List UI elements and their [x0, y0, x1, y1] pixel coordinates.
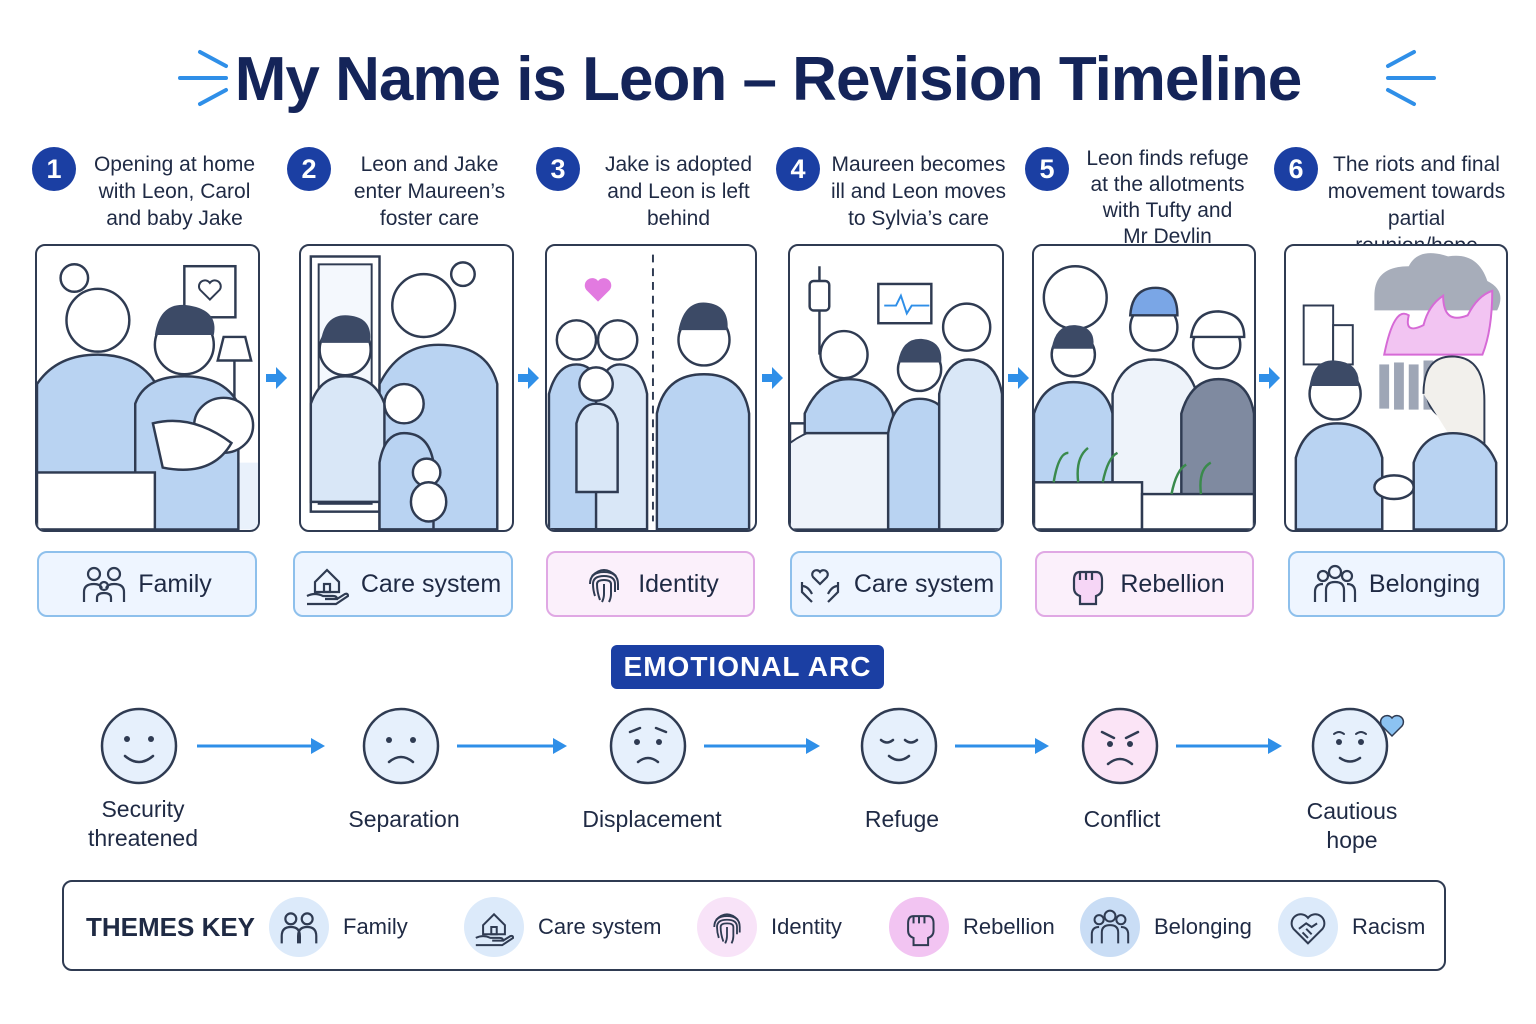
arc-stage-label: Security threatened — [88, 796, 198, 851]
arc-arrow-icon — [1176, 738, 1282, 754]
arc-stage-label: Cautious hope — [1306, 798, 1398, 853]
themes-key: THEMES KEY Family Care system Identity R… — [62, 880, 1446, 971]
raised-fist-icon — [907, 915, 935, 947]
theme-tag-label: Rebellion — [1120, 569, 1225, 598]
flow-arrow-icon — [518, 367, 539, 389]
fingerprint-icon — [589, 569, 620, 603]
flow-arrow-icon — [1259, 367, 1280, 389]
group-icon — [1313, 564, 1356, 602]
heart-in-hands-icon — [800, 569, 839, 603]
step-caption: Opening at home with Leon, Carol and bab… — [93, 153, 256, 230]
key-item-rebellion: Rebellion — [889, 897, 1055, 957]
themes-key-heading: THEMES KEY — [86, 912, 256, 942]
theme-tag-care-system-2: Care system — [790, 551, 1002, 617]
key-item-label: Family — [343, 914, 408, 939]
heart-handshake-icon — [1290, 913, 1326, 945]
raised-fist-icon — [1073, 570, 1104, 606]
sad-face-icon — [362, 707, 440, 785]
foster-care-scene-illustration — [309, 255, 499, 530]
step-number: 4 — [776, 147, 820, 191]
page-title: My Name is Leon – Revision Timeline — [234, 45, 1302, 114]
fingerprint-icon — [713, 913, 741, 944]
family-icon — [83, 566, 126, 602]
illustration-adoption — [545, 244, 757, 532]
flow-arrow-icon — [266, 367, 287, 389]
step-number: 6 — [1274, 147, 1318, 191]
key-item-label: Identity — [771, 914, 842, 939]
key-item-label: Rebellion — [963, 914, 1055, 939]
illustration-hospital — [788, 244, 1004, 532]
arc-stage-label: Conflict — [1083, 806, 1161, 832]
theme-tag-label: Belonging — [1368, 569, 1481, 598]
angry-face-icon — [1081, 707, 1159, 785]
key-item-belonging: Belonging — [1080, 897, 1252, 957]
step-caption: Leon finds refuge at the allotments with… — [1086, 147, 1249, 248]
arc-arrow-icon — [457, 738, 567, 754]
arc-stage-label: Separation — [348, 806, 460, 832]
step-number: 2 — [287, 147, 331, 191]
house-in-hand-icon — [306, 568, 349, 606]
family-scene-illustration — [37, 263, 258, 530]
theme-tag-rebellion: Rebellion — [1035, 551, 1254, 617]
arc-arrow-icon — [704, 738, 820, 754]
emotional-arc-heading: EMOTIONAL ARC — [611, 645, 884, 689]
step-number: 5 — [1025, 147, 1069, 191]
flow-arrow-icon — [1008, 367, 1029, 389]
step-caption: Leon and Jake enter Maureen’s foster car… — [353, 153, 506, 230]
sparkle-left-icon — [178, 50, 228, 106]
key-item-family: Family — [269, 897, 408, 957]
worried-face-icon — [609, 707, 687, 785]
illustration-allotments — [1032, 244, 1256, 532]
theme-tag-family: Family — [37, 551, 257, 617]
theme-tag-label: Family — [138, 569, 212, 598]
hopeful-face-icon — [1311, 707, 1405, 785]
sparkle-right-icon — [1386, 50, 1436, 106]
step-caption: The riots and final movement towards par… — [1327, 153, 1506, 257]
theme-tag-belonging: Belonging — [1288, 551, 1505, 617]
key-item-label: Racism — [1352, 914, 1426, 939]
group-icon — [1090, 909, 1130, 944]
key-item-racism: Racism — [1278, 897, 1425, 957]
hospital-scene-illustration — [790, 266, 1002, 530]
key-item-identity: Identity — [697, 897, 842, 957]
illustration-foster-care — [299, 244, 514, 532]
flow-arrow-icon — [762, 367, 783, 389]
house-in-hand-icon — [475, 912, 514, 947]
allotment-scene-illustration — [1034, 264, 1254, 530]
illustration-riots — [1284, 244, 1508, 532]
theme-tag-identity: Identity — [546, 551, 755, 617]
arc-arrow-icon — [197, 738, 325, 754]
arc-stage-label: Refuge — [864, 806, 940, 832]
key-item-label: Care system — [538, 914, 662, 939]
theme-tag-label: Care system — [853, 569, 995, 598]
key-item-care-system: Care system — [464, 897, 661, 957]
key-item-label: Belonging — [1154, 914, 1252, 939]
step-caption: Jake is adopted and Leon is left behind — [604, 153, 753, 230]
riot-scene-illustration — [1294, 253, 1501, 530]
theme-tag-label: Care system — [360, 569, 502, 598]
arc-stage-label: Displacement — [582, 806, 722, 832]
step-number: 1 — [32, 147, 76, 191]
arc-arrow-icon — [955, 738, 1049, 754]
illustration-home — [35, 244, 260, 532]
calm-face-icon — [860, 707, 938, 785]
theme-tag-care-system: Care system — [293, 551, 513, 617]
step-caption: Maureen becomes ill and Leon moves to Sy… — [830, 153, 1007, 230]
theme-tag-label: Identity — [638, 569, 719, 598]
smiling-face-icon — [100, 707, 178, 785]
family-icon — [280, 912, 318, 944]
step-number: 3 — [536, 147, 580, 191]
adoption-scene-illustration — [547, 254, 751, 530]
